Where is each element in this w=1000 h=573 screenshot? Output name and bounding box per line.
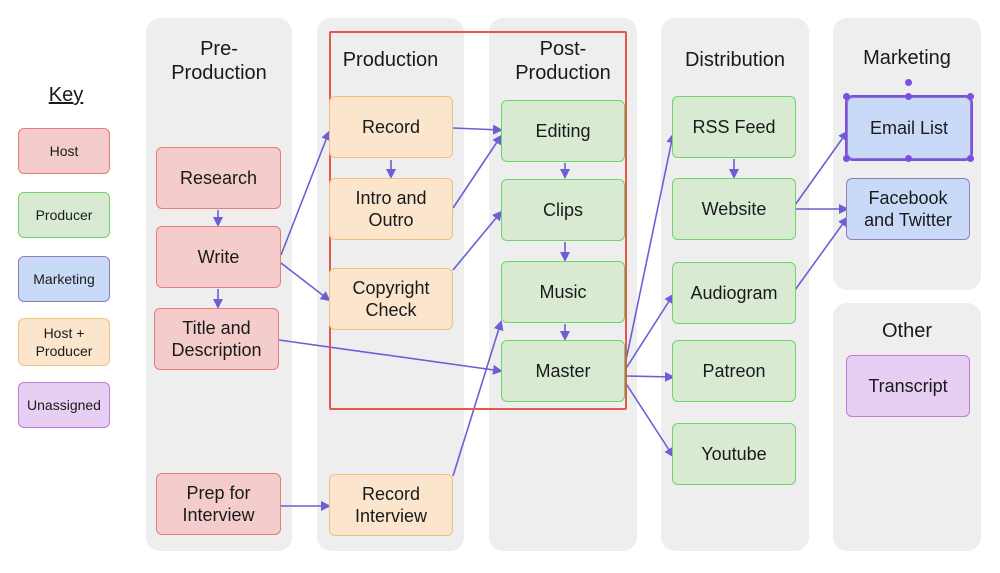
node-website[interactable]: Website (672, 178, 796, 240)
node-audiogram[interactable]: Audiogram (672, 262, 796, 324)
node-intro-outro[interactable]: Intro and Outro (329, 178, 453, 240)
post-production-title: Post- Production (515, 38, 611, 84)
resize-handle-top[interactable] (905, 93, 912, 100)
node-youtube[interactable]: Youtube (672, 423, 796, 485)
node-clips[interactable]: Clips (501, 179, 625, 241)
node-patreon[interactable]: Patreon (672, 340, 796, 402)
node-transcript[interactable]: Transcript (846, 355, 970, 417)
node-write[interactable]: Write (156, 226, 281, 288)
column-other (833, 303, 981, 551)
node-master[interactable]: Master (501, 340, 625, 402)
node-editing[interactable]: Editing (501, 100, 625, 162)
resize-handle-top-left[interactable] (843, 93, 850, 100)
key-host: Host (18, 128, 110, 174)
rotate-handle[interactable] (905, 79, 912, 86)
node-research[interactable]: Research (156, 147, 281, 209)
resize-handle-bottom-left[interactable] (843, 155, 850, 162)
production-title: Production (342, 49, 439, 71)
resize-handle-bottom[interactable] (905, 155, 912, 162)
marketing-title: Marketing (863, 47, 951, 69)
key-host-producer: Host + Producer (18, 318, 110, 366)
node-email-list[interactable]: Email List (845, 95, 973, 161)
node-prep-for-interview[interactable]: Prep for Interview (156, 473, 281, 535)
node-record-interview[interactable]: Record Interview (329, 474, 453, 536)
node-rss-feed[interactable]: RSS Feed (672, 96, 796, 158)
resize-handle-bottom-right[interactable] (967, 155, 974, 162)
key-producer: Producer (18, 192, 110, 238)
key-marketing: Marketing (18, 256, 110, 302)
node-facebook-twitter[interactable]: Facebook and Twitter (846, 178, 970, 240)
key-unassigned: Unassigned (18, 382, 110, 428)
node-copyright-check[interactable]: Copyright Check (329, 268, 453, 330)
other-title: Other (881, 320, 933, 342)
key-title: Key (48, 84, 84, 106)
node-title-description[interactable]: Title and Description (154, 308, 279, 370)
node-music[interactable]: Music (501, 261, 625, 323)
pre-production-title: Pre- Production (171, 38, 267, 84)
distribution-title: Distribution (684, 49, 786, 71)
resize-handle-top-right[interactable] (967, 93, 974, 100)
node-record[interactable]: Record (329, 96, 453, 158)
